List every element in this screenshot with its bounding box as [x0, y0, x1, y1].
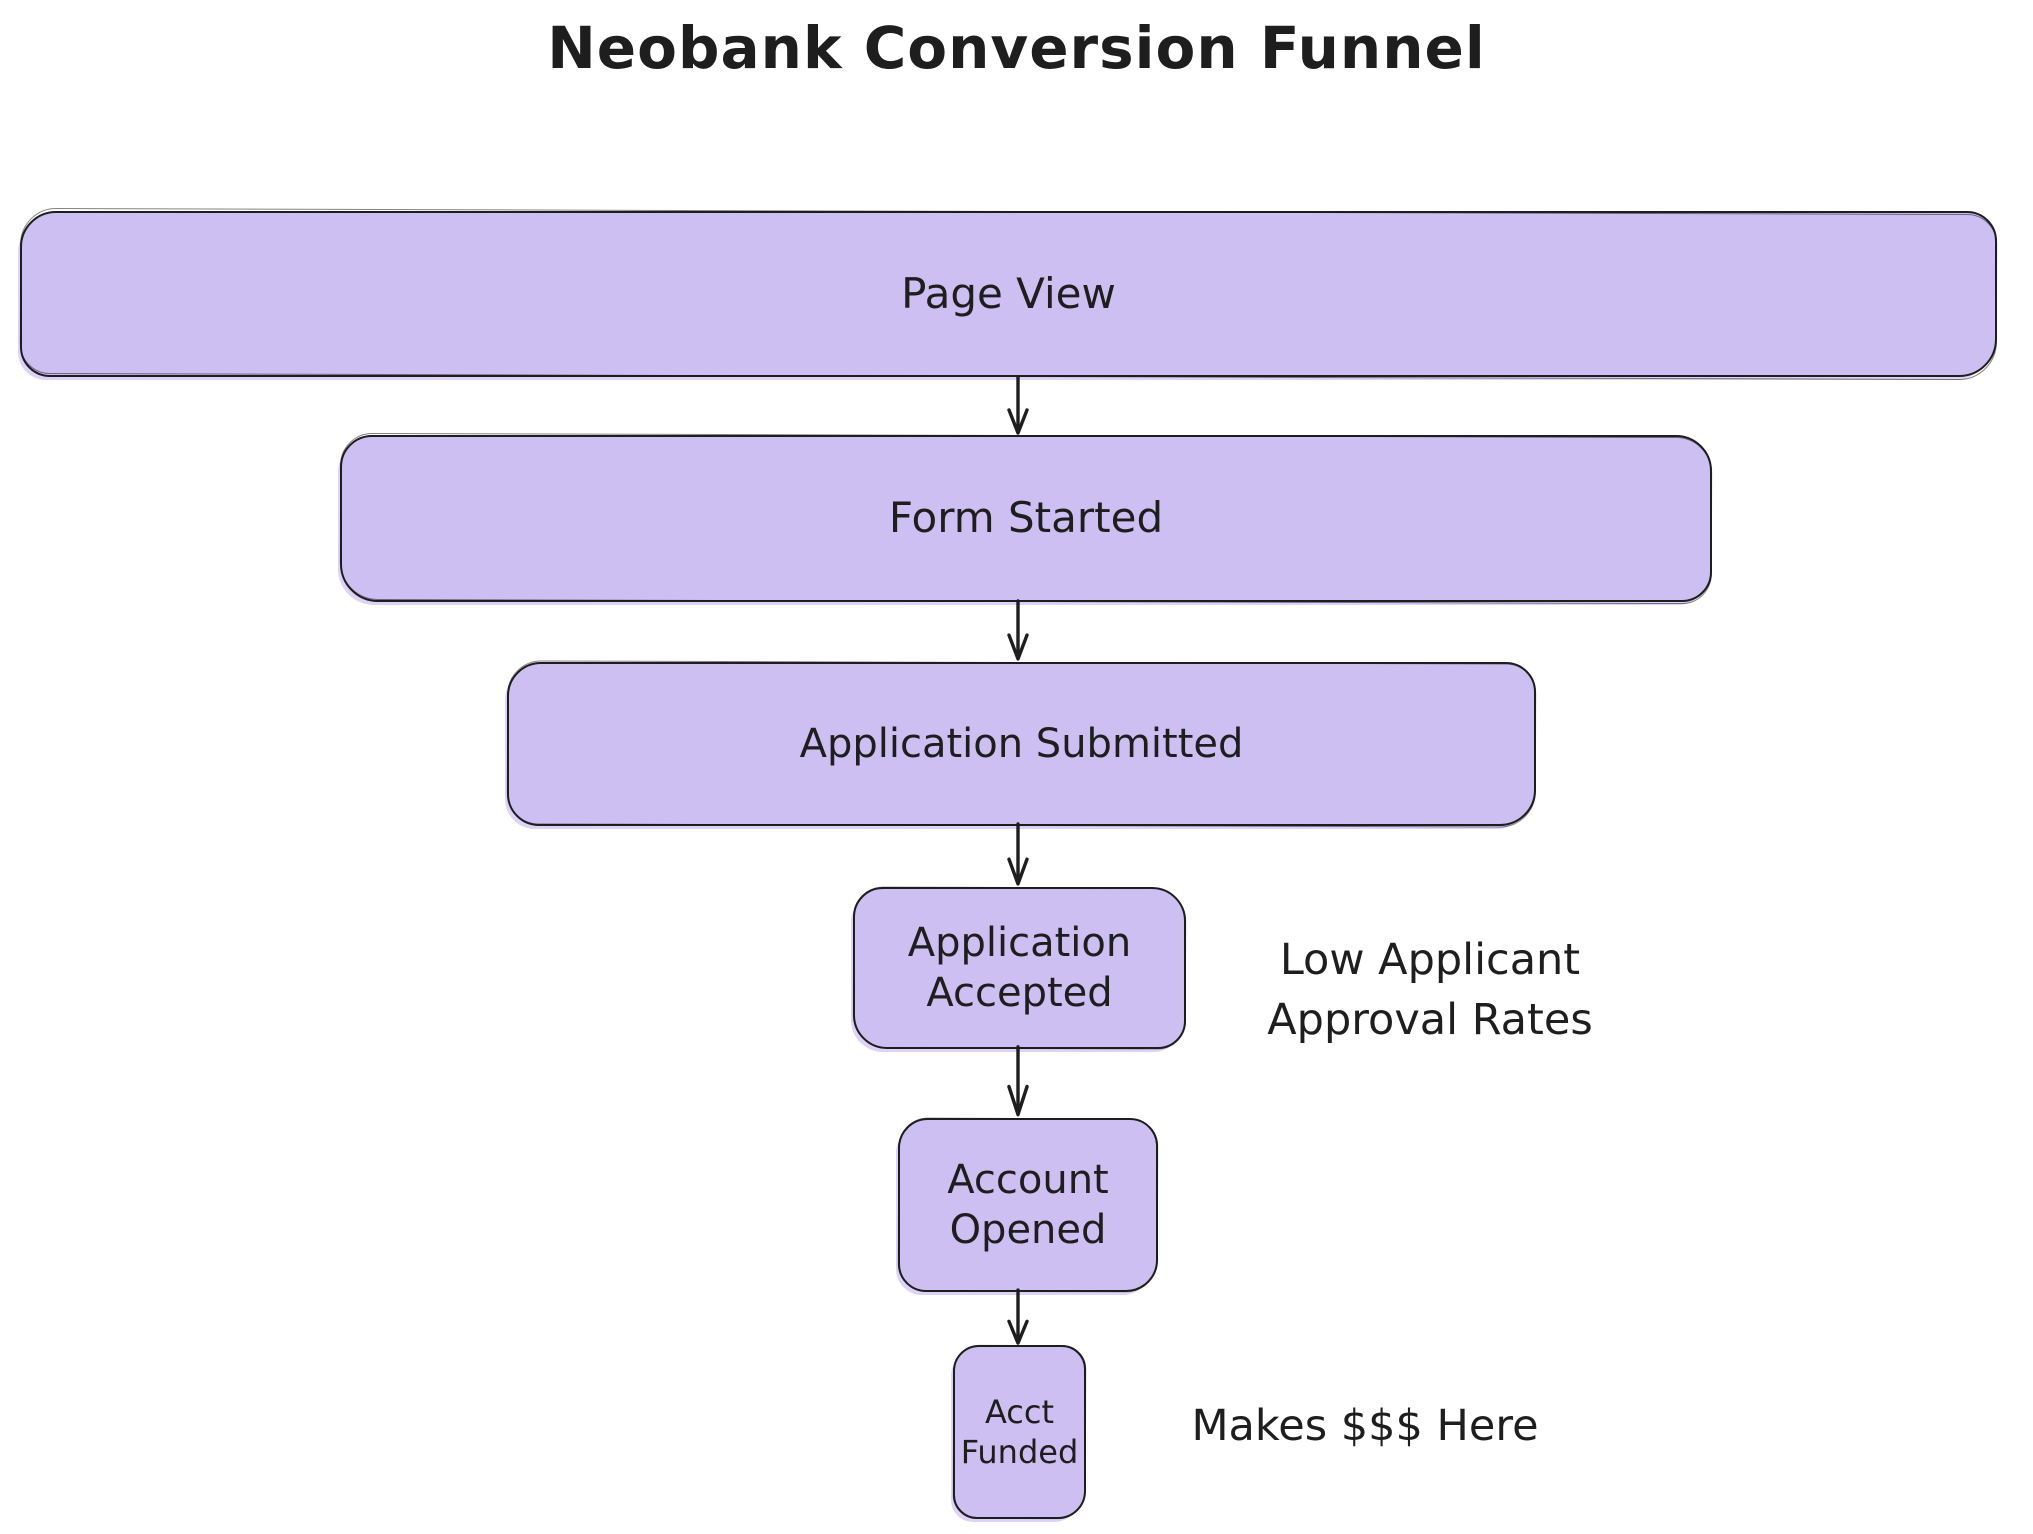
stage-label: Application Accepted [907, 920, 1132, 1016]
stage-label: Page View [901, 268, 1116, 318]
stage-label: Form Started [888, 493, 1164, 543]
flow-arrow [1007, 1288, 1029, 1345]
flow-arrow [1007, 375, 1029, 435]
funnel-stage-application-submitted: Application Submitted [507, 662, 1536, 826]
funnel-stage-application-accepted: Application Accepted [853, 887, 1186, 1049]
annotation-makes-money-here: Makes $$$ Here [1191, 1401, 1539, 1451]
annotation-low-approval-rates: Low Applicant Approval Rates [1267, 935, 1593, 1046]
stage-label: Application Submitted [799, 721, 1244, 767]
stage-label: Account Opened [947, 1157, 1109, 1253]
funnel-stage-account-opened: Account Opened [898, 1118, 1158, 1292]
stage-label: Acct Funded [960, 1393, 1079, 1471]
diagram-title: Neobank Conversion Funnel [547, 14, 1486, 82]
flow-arrow [1007, 599, 1029, 661]
flow-arrow [1007, 822, 1029, 886]
funnel-stage-acct-funded: Acct Funded [953, 1345, 1086, 1519]
flow-arrow [1007, 1045, 1029, 1117]
funnel-stage-page-view: Page View [20, 211, 1997, 377]
funnel-stage-form-started: Form Started [340, 435, 1712, 602]
